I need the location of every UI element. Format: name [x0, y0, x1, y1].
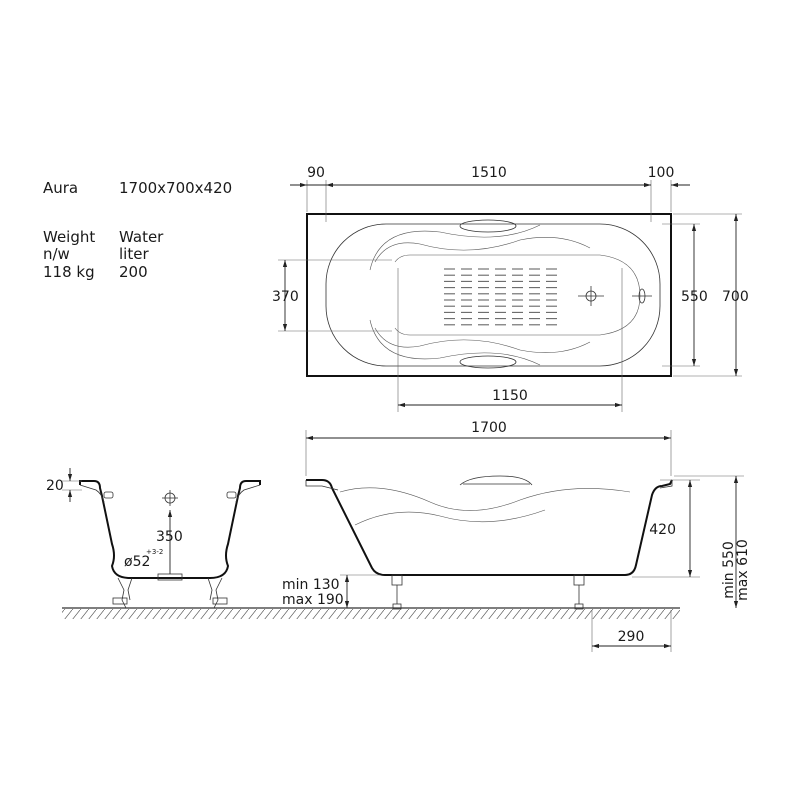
dim-leg-max: max 190: [282, 592, 344, 608]
top-view-outline: [306, 213, 672, 377]
handle-bottom: [459, 355, 517, 369]
anti-slip-pattern: [444, 268, 557, 326]
top-view: [278, 180, 742, 412]
dim-top-right-margin: 100: [648, 165, 675, 181]
side-view: [305, 430, 744, 652]
dim-max-height: max 610: [735, 539, 751, 601]
dim-top-inner-length: 1510: [471, 165, 507, 181]
model-size: 1700x700x420: [119, 179, 233, 197]
model-name: Aura: [43, 179, 79, 197]
dim-backrest-width: 370: [272, 289, 299, 305]
water-value: 200: [119, 263, 148, 281]
dim-drain-tolerance: +3-2: [146, 548, 163, 556]
dim-inner-width: 550: [681, 289, 708, 305]
top-view-inner-bowl: [325, 223, 661, 367]
weight-unit: n/w: [43, 245, 70, 263]
floor-line: [62, 607, 680, 619]
dim-bottom-length: 1150: [492, 388, 528, 404]
weight-value: 118 kg: [43, 263, 95, 281]
dim-drain-height: 350: [156, 529, 183, 545]
water-unit: liter: [119, 245, 149, 263]
front-view: [62, 468, 261, 609]
side-view-outline: [306, 479, 673, 576]
leg-right: [573, 574, 585, 610]
handle-top: [459, 219, 517, 233]
dim-min-height: min 550: [721, 541, 737, 599]
leg-left: [391, 574, 403, 610]
front-view-outline: [79, 480, 261, 579]
dim-depth: 420: [649, 522, 676, 538]
dim-rim: 20: [46, 478, 64, 494]
weight-title: Weight: [43, 228, 96, 246]
dim-outer-width: 700: [722, 289, 749, 305]
drain-symbol: [578, 286, 604, 306]
dim-top-left-margin: 90: [307, 165, 325, 181]
overflow-symbol: [632, 288, 652, 304]
dim-leg-offset: 290: [618, 629, 645, 645]
dim-leg-min: min 130: [282, 577, 340, 593]
dim-overall-length: 1700: [471, 420, 507, 436]
water-title: Water: [119, 228, 164, 246]
dim-drain-diameter: ø52: [124, 554, 150, 570]
